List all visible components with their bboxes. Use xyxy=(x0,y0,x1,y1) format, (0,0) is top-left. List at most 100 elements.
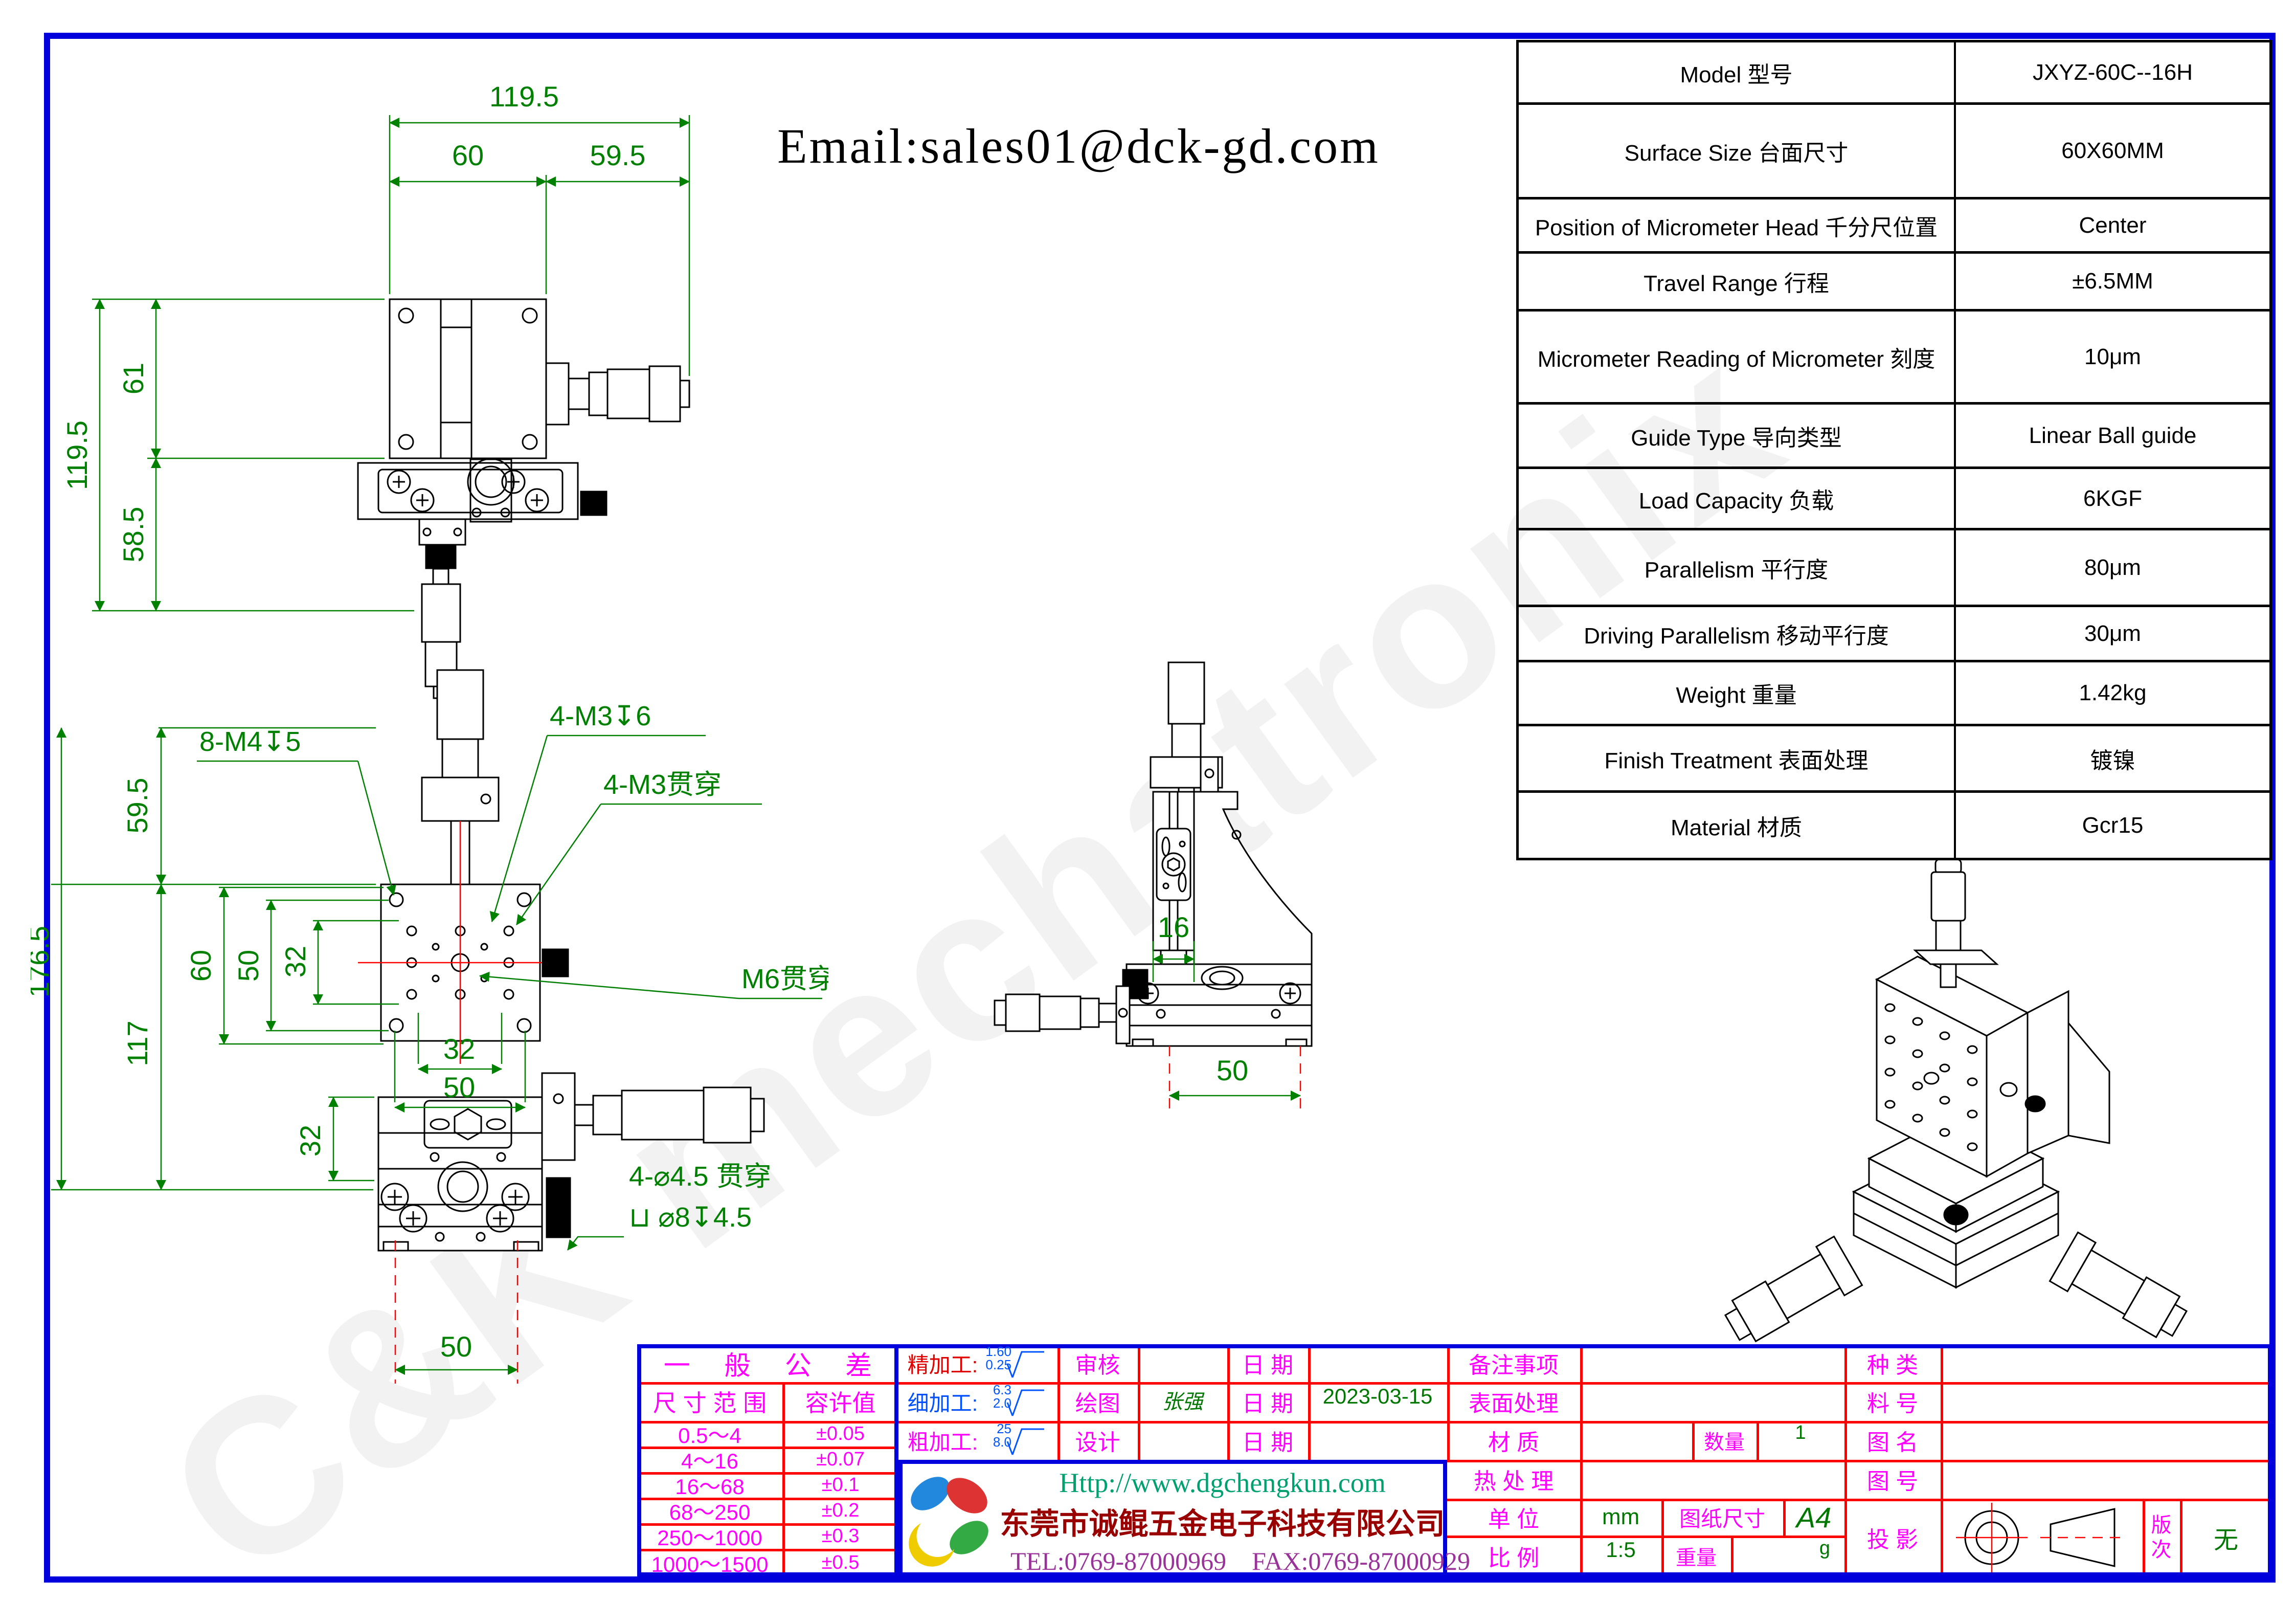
svg-text:25: 25 xyxy=(997,1422,1011,1436)
svg-text:61: 61 xyxy=(117,363,149,394)
surface-finish-symbol: 6.3 2.0 xyxy=(993,1383,1045,1416)
isometric-view-drawing xyxy=(1724,859,2188,1343)
y-stage xyxy=(357,458,607,523)
email-text: Email:sales01@dck-gd.com xyxy=(777,119,1380,173)
svg-text:59.5: 59.5 xyxy=(590,139,646,171)
spec-label: Position of Micrometer Head 千分尺位置 xyxy=(1519,199,1956,251)
projection-symbol xyxy=(1956,1503,2125,1572)
spec-value: ±6.5MM xyxy=(2072,269,2153,294)
line xyxy=(1783,1499,1786,1536)
lock-knob xyxy=(546,1177,571,1238)
line xyxy=(637,1421,2272,1423)
line xyxy=(1447,1344,1450,1460)
unit-value: mm xyxy=(1602,1504,1640,1529)
svg-text:1.60: 1.60 xyxy=(986,1345,1012,1359)
iso-column xyxy=(1875,955,2110,1178)
micrometer-x-front xyxy=(541,1072,765,1238)
face-plate xyxy=(358,821,569,1064)
company-name: 东莞市诚鲲五金电子科技有限公司 xyxy=(1000,1507,1445,1541)
side-dimensions: 16 50 xyxy=(1152,911,1301,1110)
line xyxy=(1580,1344,1583,1576)
name-check xyxy=(1138,1344,1227,1382)
tolerance-col-value: 容许值 xyxy=(805,1390,876,1416)
heat-label: 热 处 理 xyxy=(1473,1469,1554,1494)
surface-finish-symbol: 1.60 0.25 xyxy=(986,1345,1045,1378)
stage-top-view xyxy=(357,298,690,699)
line xyxy=(1731,1536,1734,1576)
svg-text:32: 32 xyxy=(294,1125,326,1156)
name-draw: 张强 xyxy=(1162,1391,1203,1413)
spec-label: Guide Type 导向类型 xyxy=(1519,405,1956,466)
line xyxy=(1447,1536,1844,1538)
scale-value: 1:5 xyxy=(1606,1538,1636,1562)
front-view-drawing: 176.5 59.5 117 60 50 32 32 50 32 xyxy=(31,669,828,1384)
svg-text:50: 50 xyxy=(443,1071,475,1103)
plan-dimensions: 119.5 60 59.5 119.5 61 58.5 xyxy=(61,80,690,612)
lower-stage xyxy=(377,1096,543,1252)
svg-text:60: 60 xyxy=(185,950,217,982)
tolerance-range: 0.5～4 xyxy=(678,1423,741,1448)
iso-micrometer-z xyxy=(1913,859,1999,988)
spec-label: Micrometer Reading of Micrometer 刻度 xyxy=(1519,312,1956,402)
line xyxy=(1844,1344,1847,1576)
process-label: 精加工: xyxy=(907,1352,978,1377)
lock-knob xyxy=(2024,1095,2046,1113)
svg-text:8-M4↧5: 8-M4↧5 xyxy=(199,726,301,757)
spec-label: Parallelism 平行度 xyxy=(1519,530,1956,605)
side-view-drawing: 16 50 xyxy=(994,661,1313,1110)
spec-value: Linear Ball guide xyxy=(2029,422,2197,448)
line xyxy=(1941,1344,1943,1576)
svg-text:50: 50 xyxy=(1217,1054,1248,1086)
remark-label: 备注事项 xyxy=(1469,1353,1559,1378)
scale-label: 比 例 xyxy=(1488,1546,1540,1571)
date-label: 日 期 xyxy=(1242,1391,1294,1416)
process-label: 细加工: xyxy=(907,1391,978,1415)
line xyxy=(1308,1344,1311,1460)
spec-value: 60X60MM xyxy=(2061,138,2164,163)
svg-text:117: 117 xyxy=(121,1020,153,1066)
spec-label: Material 材质 xyxy=(1519,793,1956,858)
process-row-semi: 细加工: 6.3 2.0 xyxy=(898,1382,1057,1421)
spec-value: Gcr15 xyxy=(2082,812,2144,838)
line xyxy=(2180,1499,2182,1576)
micrometer-x xyxy=(545,362,690,426)
tolerance-title: 一 般 公 差 xyxy=(663,1351,886,1381)
tolerance-value: ±0.3 xyxy=(821,1525,860,1547)
svg-text:8.0: 8.0 xyxy=(993,1434,1011,1450)
line xyxy=(1692,1421,1695,1460)
line xyxy=(782,1382,785,1576)
svg-text:16: 16 xyxy=(1158,911,1189,943)
svg-text:119.5: 119.5 xyxy=(489,80,559,113)
surface-label: 表面处理 xyxy=(1469,1391,1559,1416)
title-block: 一 般 公 差 尺 寸 范 围 容许值 0.5～4 ±0.05 4～16 ±0.… xyxy=(637,1344,2272,1576)
date-value: 2023-03-15 xyxy=(1322,1384,1433,1408)
svg-text:50: 50 xyxy=(440,1330,472,1363)
spec-value: Center xyxy=(2079,212,2147,238)
svg-text:32: 32 xyxy=(279,946,311,977)
tolerance-value: ±0.5 xyxy=(821,1551,860,1573)
spec-label: Travel Range 行程 xyxy=(1519,254,1956,309)
tolerance-value: ±0.2 xyxy=(821,1499,860,1521)
spec-label: Weight 重量 xyxy=(1519,662,1956,724)
date-value xyxy=(1308,1421,1447,1460)
lock-knob xyxy=(542,948,569,977)
svg-text:4-⌀4.5 贯穿: 4-⌀4.5 贯穿 xyxy=(629,1161,772,1192)
tolerance-value: ±0.05 xyxy=(816,1422,865,1444)
svg-text:M6贯穿: M6贯穿 xyxy=(741,964,828,994)
line xyxy=(1757,1421,1759,1460)
line xyxy=(637,1472,898,1475)
lock-knob xyxy=(1943,1204,1969,1226)
qty-value: 1 xyxy=(1795,1422,1806,1443)
company-logo xyxy=(909,1477,988,1567)
iso-micrometer-y xyxy=(1724,1235,1863,1343)
line xyxy=(637,1382,2272,1385)
line xyxy=(1227,1344,1230,1460)
line xyxy=(1057,1344,1060,1460)
line xyxy=(2143,1499,2145,1576)
kind-label: 种 类 xyxy=(1866,1353,1919,1378)
company-box-border xyxy=(898,1460,1447,1576)
weight-label: 重量 xyxy=(1676,1547,1717,1569)
line xyxy=(898,1460,2272,1462)
